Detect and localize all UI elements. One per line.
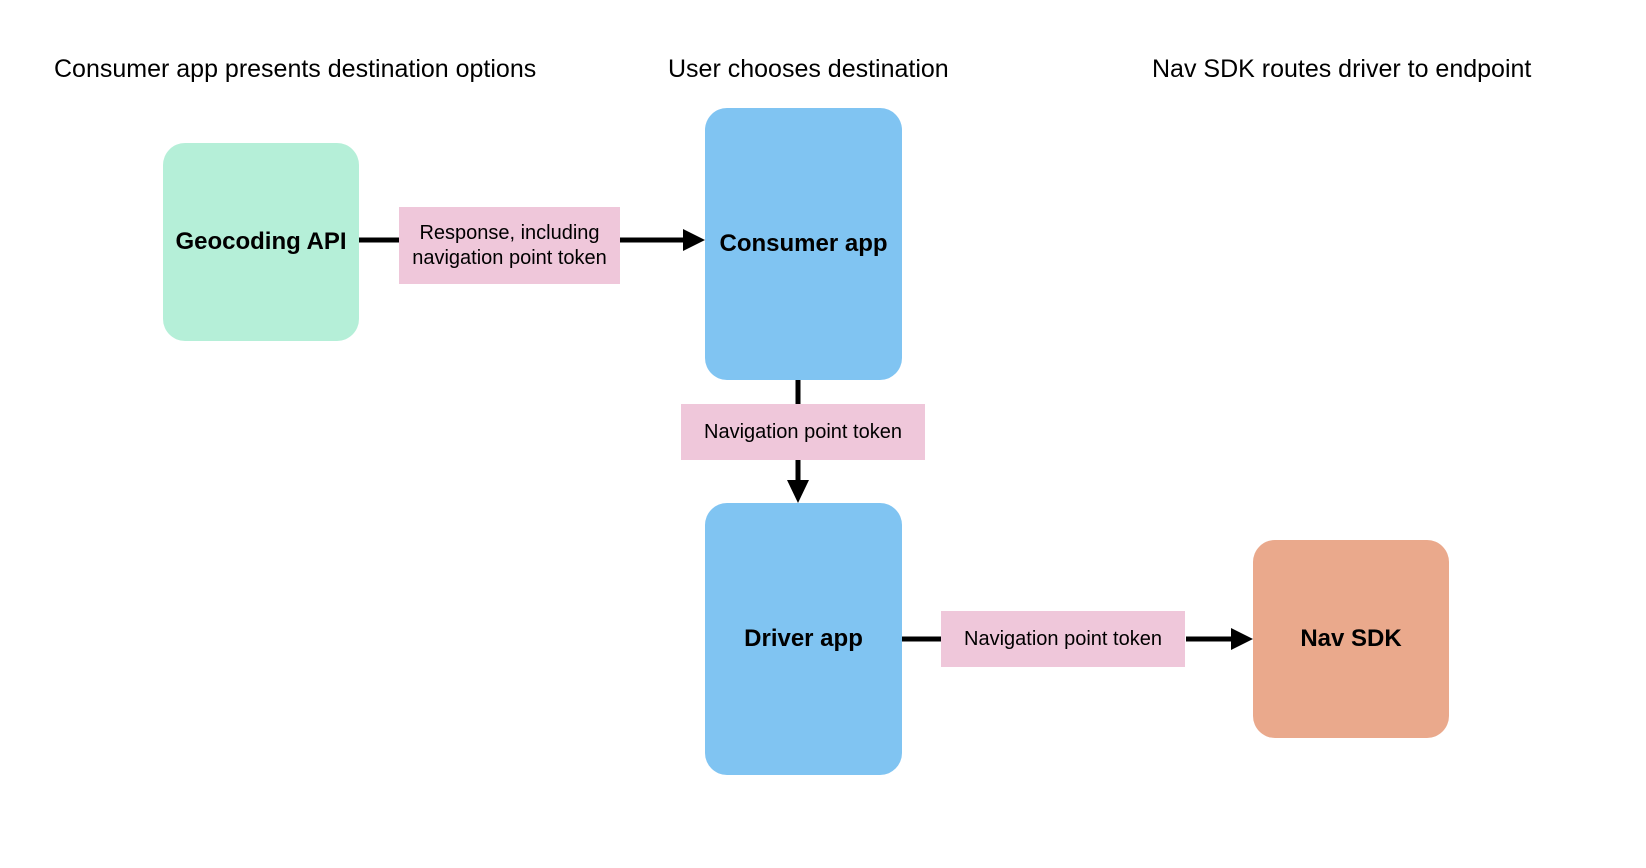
- edge-driver-to-navsdk-svg: [898, 628, 1253, 650]
- arrowhead-right-icon: [683, 229, 705, 251]
- column-header-user-chooses: User chooses destination: [668, 55, 949, 83]
- node-driver-app-label: Driver app: [744, 625, 863, 652]
- node-consumer-app[interactable]: Consumer app: [705, 108, 902, 380]
- arrowhead-right-icon: [1231, 628, 1253, 650]
- edge-consumer-to-driver: [783, 376, 813, 506]
- edge-label-response-text: Response, including navigation point tok…: [412, 221, 607, 269]
- arrowhead-down-icon: [787, 480, 809, 503]
- edge-label-navigation-point-token-text-1: Navigation point token: [704, 420, 902, 443]
- edge-label-navigation-point-token-driver-navsdk: Navigation point token: [941, 611, 1185, 667]
- edge-consumer-to-driver-svg: [787, 376, 809, 503]
- node-nav-sdk-label: Nav SDK: [1300, 625, 1402, 652]
- edge-label-response-including-navigation-point-token: Response, including navigation point tok…: [399, 207, 620, 284]
- edge-geocoding-to-consumer: [355, 225, 707, 255]
- column-header-consumer-options: Consumer app presents destination option…: [54, 55, 537, 83]
- node-nav-sdk[interactable]: Nav SDK: [1253, 540, 1449, 738]
- node-driver-app[interactable]: Driver app: [705, 503, 902, 775]
- column-header-nav-routes: Nav SDK routes driver to endpoint: [1152, 55, 1532, 83]
- edge-label-navigation-point-token-text-2: Navigation point token: [964, 627, 1162, 650]
- edge-label-navigation-point-token-consumer-driver: Navigation point token: [681, 404, 925, 460]
- node-consumer-app-label: Consumer app: [719, 230, 888, 257]
- node-geocoding-api[interactable]: Geocoding API: [163, 143, 359, 341]
- edge-geocoding-to-consumer-svg: [355, 229, 705, 251]
- node-geocoding-api-label: Geocoding API: [175, 228, 347, 255]
- edge-driver-to-navsdk: [898, 621, 1258, 651]
